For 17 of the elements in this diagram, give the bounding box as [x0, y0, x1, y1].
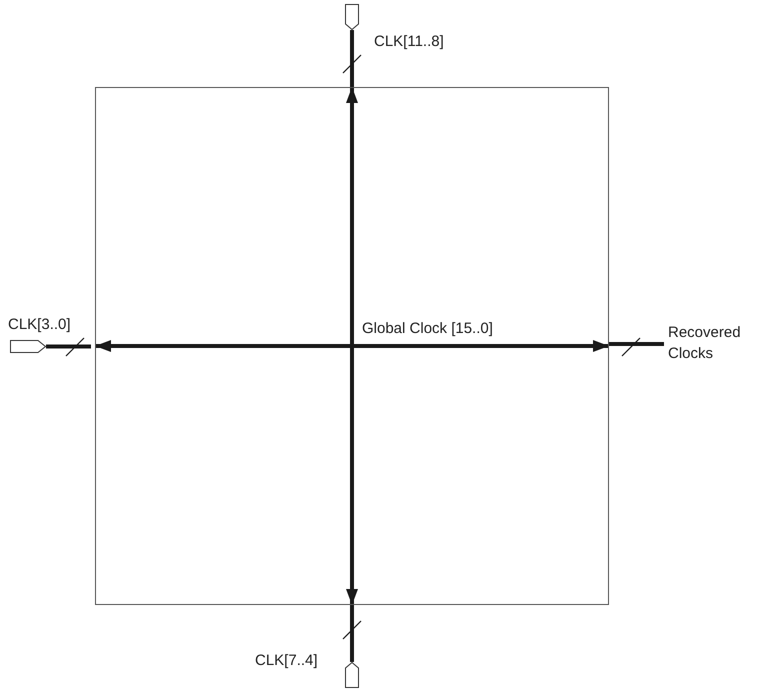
signal-label: CLK[3..0] — [8, 316, 71, 334]
bus-line — [350, 605, 354, 662]
pin-pad — [345, 662, 359, 688]
output-label: Recovered Clocks — [668, 322, 768, 366]
bus-label: Global Clock [15..0] — [362, 320, 493, 338]
bus-line — [609, 342, 664, 346]
pin-pad — [10, 340, 46, 353]
chip-outline — [95, 87, 609, 605]
arrow — [346, 87, 358, 346]
pin-pad — [345, 4, 359, 30]
bus-line — [46, 344, 91, 348]
arrow — [346, 346, 358, 605]
arrow — [352, 340, 609, 352]
signal-label: CLK[11..8] — [374, 33, 444, 51]
arrow — [95, 340, 352, 352]
signal-label: CLK[7..4] — [255, 652, 318, 670]
bus-line — [350, 30, 354, 87]
